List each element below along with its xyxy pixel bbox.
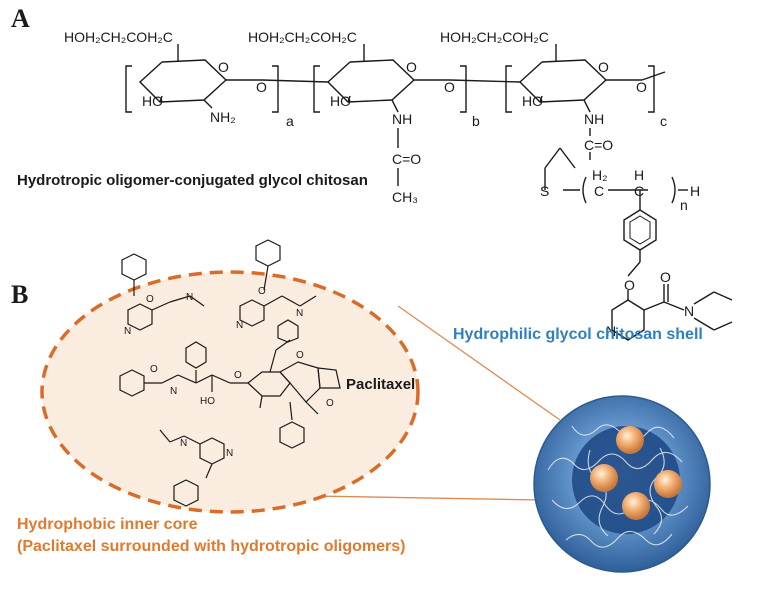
panel-label-b: B <box>11 280 29 309</box>
hyd-n-amide-2: N <box>296 308 303 319</box>
connector-line-top <box>397 305 561 421</box>
h-end-label: H <box>690 183 700 199</box>
ring-oxygen-c: O <box>598 59 609 75</box>
pyridine-n: N <box>606 323 616 339</box>
panel-label-a: A <box>11 4 30 33</box>
carbon-label-1: C <box>594 183 604 199</box>
subscript-a: a <box>286 113 294 129</box>
side-chain-c: HOH₂CH₂COH₂C <box>440 29 549 45</box>
carbonyl-c: C=O <box>584 137 613 153</box>
hydrotrope-benzene-3 <box>173 479 199 507</box>
hydroxyl-a: HO <box>142 93 163 109</box>
methyl-b: CH₃ <box>392 189 418 205</box>
core-ellipse <box>40 270 420 514</box>
pac-n: N <box>170 386 177 397</box>
h-label: H <box>634 167 644 183</box>
drug-sphere-3 <box>654 470 682 498</box>
hydroxyl-c: HO <box>522 93 543 109</box>
subscript-c: c <box>660 113 667 129</box>
paclitaxel-structure <box>119 319 341 449</box>
hydroxyl-b: HO <box>330 93 351 109</box>
nh-c: NH <box>584 111 604 127</box>
hydrotrope-atoms: N O N N O N N N <box>124 286 303 459</box>
amide-n: N <box>684 303 694 319</box>
side-chain-a: HOH₂CH₂COH₂C <box>64 29 173 45</box>
hydrotrope-units <box>121 239 317 507</box>
hyd-n-amide-3: N <box>180 438 187 449</box>
hyd-n-2: N <box>236 320 243 331</box>
core-label-line2: (Paclitaxel surrounded with hydrotropic … <box>17 538 406 555</box>
link-oxygen-c: O <box>636 79 647 95</box>
sulfur-atom: S <box>540 183 549 199</box>
shell-label: Hydrophilic glycol chitosan shell <box>453 326 703 343</box>
pac-o-2: O <box>234 370 242 381</box>
chitosan-title: Hydrotropic oligomer-conjugated glycol c… <box>17 172 368 189</box>
drug-sphere-4 <box>622 492 650 520</box>
ether-oxygen: O <box>624 277 635 293</box>
hyd-o-2: O <box>258 286 266 297</box>
side-chain-b: HOH₂CH₂COH₂C <box>248 29 357 45</box>
core-label-line1: Hydrophobic inner core <box>17 516 198 533</box>
drug-sphere-1 <box>616 426 644 454</box>
hyd-o-1: O <box>146 294 154 305</box>
carbon-label-2: C <box>634 183 644 199</box>
nh-b: NH <box>392 111 412 127</box>
chitosan-labels: HOH₂CH₂COH₂C HOH₂CH₂COH₂C HOH₂CH₂COH₂C O… <box>64 29 700 339</box>
chitosan-structure <box>125 44 733 341</box>
link-oxygen-bc: O <box>444 79 455 95</box>
pac-o-1: O <box>150 364 158 375</box>
carbonyl-b: C=O <box>392 151 421 167</box>
paclitaxel-label: Paclitaxel <box>346 376 416 393</box>
pac-o-4: O <box>326 398 334 409</box>
nanoparticle-core <box>572 426 680 534</box>
pac-oh: HO <box>200 396 215 407</box>
polymer-coils <box>547 424 689 548</box>
subscript-n: n <box>680 197 688 213</box>
paclitaxel-atoms: O N HO O O O <box>150 350 334 409</box>
hydrotrope-benzene-1 <box>121 253 147 281</box>
hydrotrope-benzene-2 <box>255 239 281 267</box>
ring-oxygen-a: O <box>218 59 229 75</box>
amine-a: NH₂ <box>210 109 236 125</box>
pac-o-3: O <box>296 350 304 361</box>
ring-oxygen-b: O <box>406 59 417 75</box>
amide-o: O <box>660 269 671 285</box>
hyd-n-3: N <box>226 448 233 459</box>
hyd-n-amide-1: N <box>186 292 193 303</box>
drug-sphere-2 <box>590 464 618 492</box>
hyd-n-1: N <box>124 326 131 337</box>
nanoparticle <box>533 395 711 573</box>
subscript-b: b <box>472 113 480 129</box>
link-oxygen-ab: O <box>256 79 267 95</box>
ch2-label: H₂ <box>592 167 608 183</box>
